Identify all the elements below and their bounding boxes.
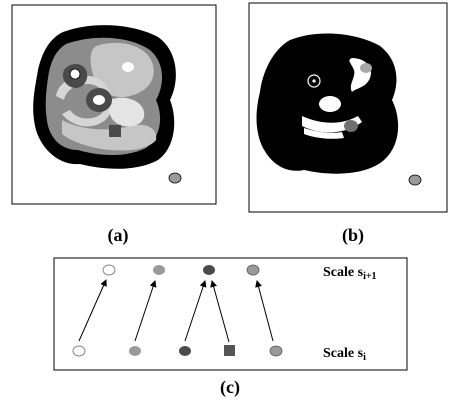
caption-b: (b): [342, 225, 364, 246]
node-bottom-white: [72, 345, 86, 357]
panel-b-gray-dot-bottom: [344, 120, 358, 132]
panel-b-white-blob: [319, 96, 341, 112]
panel-a-white-marker: [69, 68, 81, 80]
label-scale-top-word: Scale s: [323, 265, 364, 280]
panel-a-light-region-top: [90, 42, 154, 98]
node-top-outlined-gray: [246, 264, 260, 276]
panel-b-white-band-lower: [304, 128, 344, 139]
panel-a-white-oval: [122, 62, 134, 72]
label-scale-bottom-word: Scale s: [323, 346, 364, 361]
panel-b-outlier-circle: [408, 174, 422, 186]
arrow-white: [78, 279, 107, 342]
arrow-outlined-gray: [255, 280, 274, 342]
panel-a-ring-center: [93, 95, 105, 105]
panel-a-outlier-circle: [168, 172, 182, 184]
panel-c: Scale si+1 Scale si: [53, 257, 408, 371]
label-scale-bottom: Scale si: [323, 346, 366, 363]
panel-b-gray-dot-top: [360, 63, 372, 73]
label-scale-bottom-subscript: i: [363, 352, 366, 363]
node-bottom-light-gray: [129, 346, 141, 356]
arrow-square: [210, 280, 230, 343]
node-top-white: [102, 264, 116, 276]
caption-a: (a): [108, 225, 129, 246]
panel-a-dark-square: [109, 125, 121, 137]
panel-b-ring-marker: [307, 74, 321, 88]
caption-c: (c): [220, 377, 240, 398]
node-top-dark-gray: [203, 265, 215, 275]
node-top-light-gray: [153, 265, 165, 275]
node-bottom-outlined-gray: [269, 345, 283, 357]
arrow-light-gray: [134, 280, 157, 342]
node-bottom-square: [224, 345, 235, 356]
arrow-dark-gray: [184, 280, 207, 342]
node-bottom-dark-gray: [179, 346, 191, 356]
panel-a: [11, 4, 217, 205]
panel-b: [248, 2, 448, 213]
panel-a-white-blob-center: [108, 97, 145, 127]
panel-b-ring-dot: [312, 79, 316, 83]
panel-a-light-ring: [56, 75, 112, 127]
label-scale-top: Scale si+1: [323, 265, 377, 282]
label-scale-top-subscript: i+1: [363, 271, 376, 282]
